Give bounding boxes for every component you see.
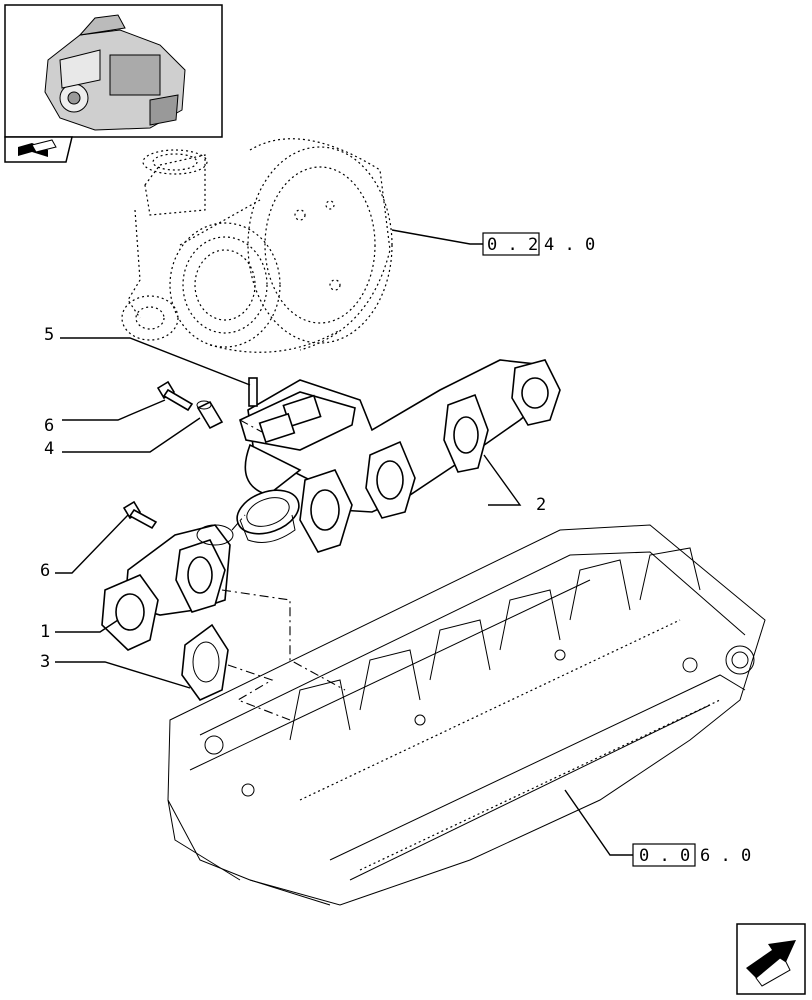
callout-6-lower: 6 bbox=[40, 561, 50, 581]
bolt-lower bbox=[122, 500, 158, 530]
turbocharger-phantom bbox=[121, 138, 393, 353]
valve-bays bbox=[289, 547, 701, 741]
spacer-sleeve bbox=[196, 400, 224, 430]
bolt-upper bbox=[156, 380, 194, 412]
callout-6-upper: 6 bbox=[44, 416, 54, 436]
reference-turbocharger[interactable]: 0 . 2 4 . 0 bbox=[482, 232, 595, 256]
reference-cylinder-head-boxed: 0 . 0 bbox=[639, 846, 690, 866]
next-page-arrow-icon[interactable] bbox=[736, 923, 806, 995]
manifold-flange bbox=[443, 393, 489, 473]
engine-thumbnail-icon[interactable] bbox=[4, 4, 223, 138]
exhaust-manifold bbox=[236, 359, 561, 553]
reference-turbocharger-boxed: 0 . 2 bbox=[487, 235, 538, 255]
cylinder-head-phantom bbox=[167, 524, 766, 906]
callout-1: 1 bbox=[40, 622, 50, 642]
gasket bbox=[181, 623, 229, 701]
manifold-flange bbox=[365, 440, 416, 519]
reference-cylinder-head-rest: 6 . 0 bbox=[700, 846, 751, 866]
callout-4: 4 bbox=[44, 439, 54, 459]
book-tab-icon[interactable] bbox=[4, 136, 73, 163]
assembly-guide-lines bbox=[221, 419, 346, 721]
leader-lines bbox=[55, 229, 633, 856]
reference-turbocharger-rest: 4 . 0 bbox=[544, 235, 595, 255]
manifold-front-section bbox=[101, 524, 234, 651]
reference-cylinder-head[interactable]: 0 . 0 6 . 0 bbox=[632, 843, 751, 867]
manifold-flange bbox=[511, 359, 561, 426]
callout-2: 2 bbox=[536, 495, 546, 515]
callout-5: 5 bbox=[44, 325, 54, 345]
callout-3: 3 bbox=[40, 652, 50, 672]
manifold-flange bbox=[299, 469, 353, 553]
head-ports bbox=[204, 645, 755, 797]
stud bbox=[248, 377, 258, 407]
